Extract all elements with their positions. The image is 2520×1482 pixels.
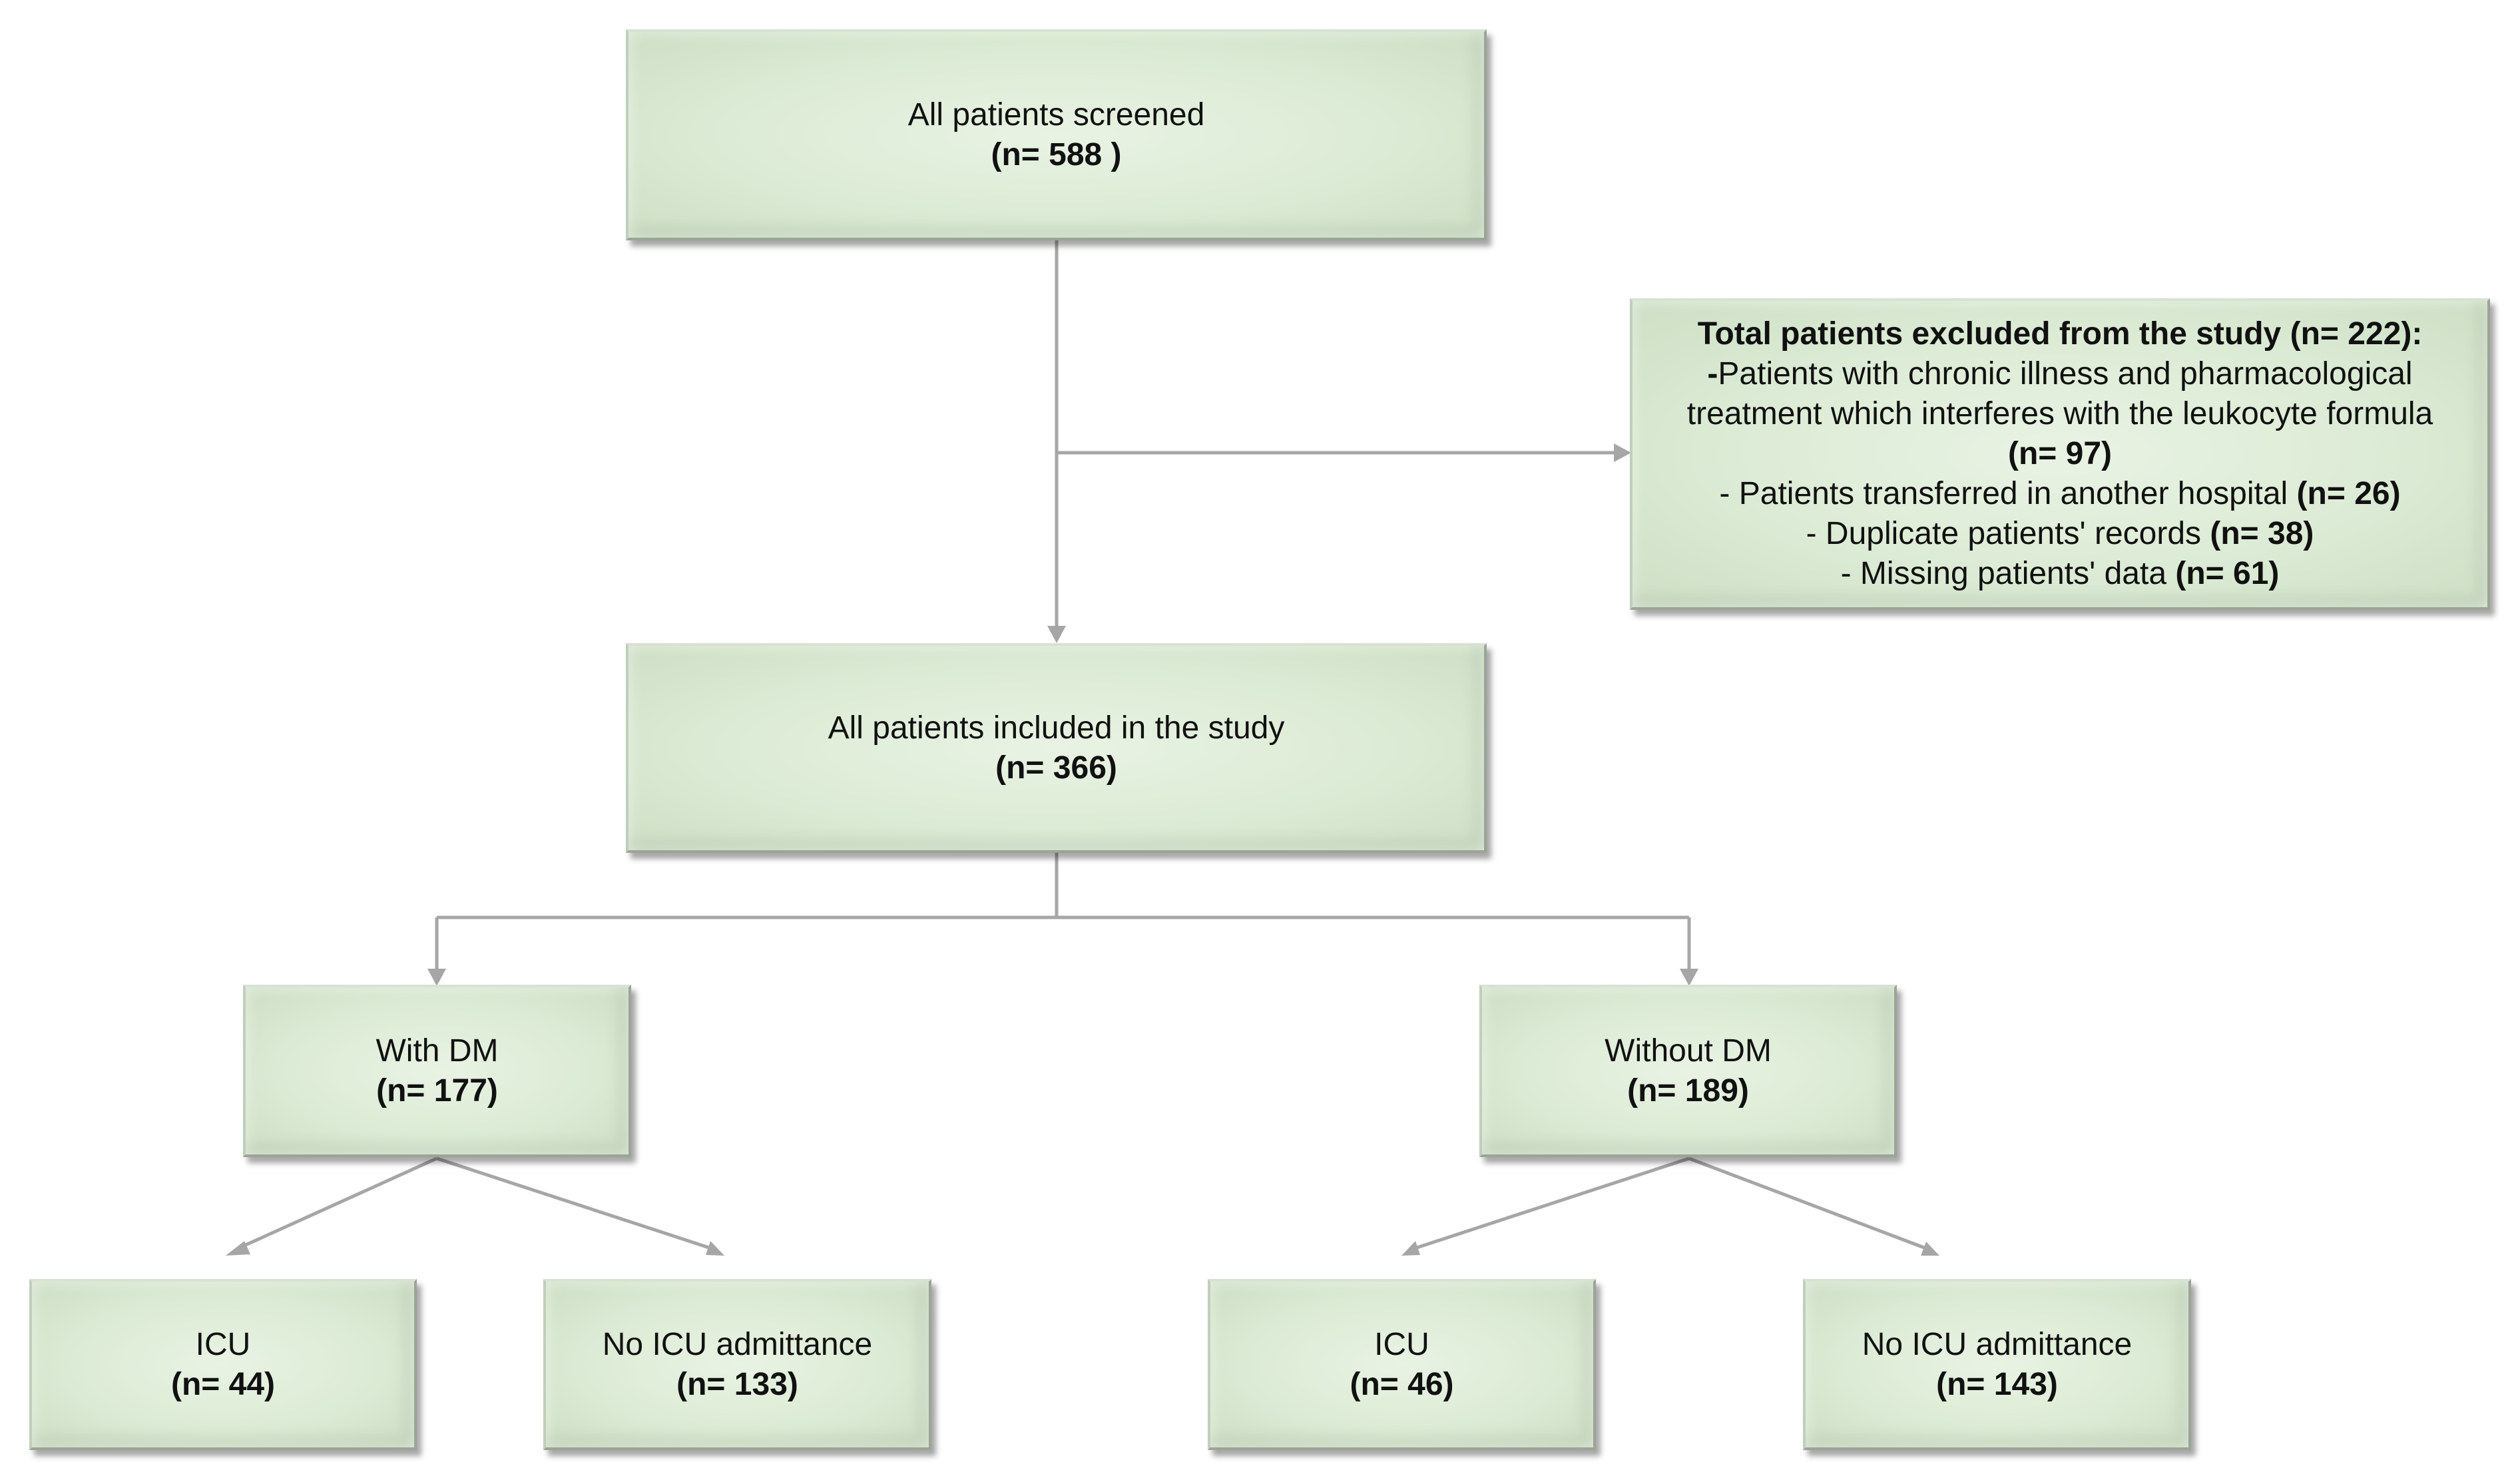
- arrowhead-with-dm-icu: [226, 1241, 250, 1256]
- with-dm-label: With DM: [376, 1033, 499, 1069]
- with-dm-no-icu-box: No ICU admittance (n= 133): [543, 1279, 931, 1450]
- with-dm-icu-count: (n= 44): [170, 1366, 276, 1402]
- excluded-chronic-dash: -: [1707, 356, 1718, 391]
- included-count: (n= 366): [995, 750, 1117, 786]
- included-label: All patients included in the study: [828, 710, 1285, 746]
- without-dm-no-icu-count: (n= 143): [1936, 1366, 2058, 1402]
- excluded-chronic-line1: -Patients with chronic illness and pharm…: [1707, 354, 2412, 394]
- connector-with-dm-to-no-icu: [436, 1156, 710, 1250]
- arrowhead-to-without-dm: [1680, 969, 1698, 986]
- with-dm-no-icu-label: No ICU admittance: [602, 1326, 873, 1362]
- excluded-transferred-count: (n= 26): [2296, 476, 2401, 511]
- arrowhead-to-included: [1047, 626, 1066, 643]
- screened-count: (n= 588 ): [991, 136, 1122, 172]
- excluded-transferred-line: - Patients transferred in another hospit…: [1719, 474, 2400, 514]
- without-dm-no-icu-label: No ICU admittance: [1862, 1326, 2133, 1362]
- excluded-duplicate-line: - Duplicate patients' records (n= 38): [1806, 514, 2314, 554]
- excluded-title: Total patients excluded from the study (…: [1697, 316, 2423, 352]
- without-dm-count: (n= 189): [1627, 1073, 1749, 1109]
- excluded-duplicate-count: (n= 38): [2210, 516, 2314, 551]
- without-dm-box: Without DM (n= 189): [1479, 985, 1897, 1157]
- excluded-box: Total patients excluded from the study (…: [1630, 298, 2490, 610]
- arrowhead-to-with-dm: [427, 969, 446, 986]
- arrowhead-with-dm-no-icu: [706, 1241, 724, 1256]
- excluded-missing-count: (n= 61): [2175, 556, 2280, 591]
- without-dm-icu-count: (n= 46): [1350, 1366, 1454, 1402]
- arrowhead-to-excluded: [1614, 443, 1631, 462]
- excluded-chronic-line2: treatment which interferes with the leuk…: [1686, 396, 2433, 431]
- connector-without-dm-to-no-icu: [1688, 1156, 1925, 1250]
- with-dm-box: With DM (n= 177): [243, 985, 631, 1157]
- with-dm-count: (n= 177): [376, 1073, 498, 1109]
- arrowhead-without-dm-icu: [1401, 1241, 1420, 1256]
- arrowhead-without-dm-no-icu: [1921, 1242, 1939, 1256]
- excluded-missing-text: - Missing patients' data: [1840, 556, 2176, 591]
- without-dm-no-icu-box: No ICU admittance (n= 143): [1803, 1279, 2191, 1450]
- included-box: All patients included in the study (n= 3…: [626, 643, 1487, 853]
- without-dm-label: Without DM: [1605, 1033, 1772, 1069]
- connector-with-dm-to-icu: [238, 1156, 438, 1250]
- excluded-transferred-text: - Patients transferred in another hospit…: [1719, 476, 2297, 511]
- screened-label: All patients screened: [907, 97, 1205, 132]
- with-dm-icu-box: ICU (n= 44): [29, 1279, 417, 1450]
- without-dm-icu-label: ICU: [1374, 1326, 1429, 1362]
- excluded-missing-line: - Missing patients' data (n= 61): [1841, 554, 2280, 594]
- excluded-duplicate-text: - Duplicate patients' records: [1806, 516, 2210, 551]
- excluded-chronic-count: (n= 97): [2007, 436, 2113, 471]
- excluded-chronic-text1: Patients with chronic illness and pharma…: [1718, 356, 2413, 391]
- connector-without-dm-to-icu: [1416, 1156, 1690, 1250]
- with-dm-no-icu-count: (n= 133): [676, 1366, 798, 1402]
- without-dm-icu-box: ICU (n= 46): [1208, 1279, 1596, 1450]
- screened-box: All patients screened (n= 588 ): [626, 29, 1487, 240]
- with-dm-icu-label: ICU: [195, 1326, 251, 1362]
